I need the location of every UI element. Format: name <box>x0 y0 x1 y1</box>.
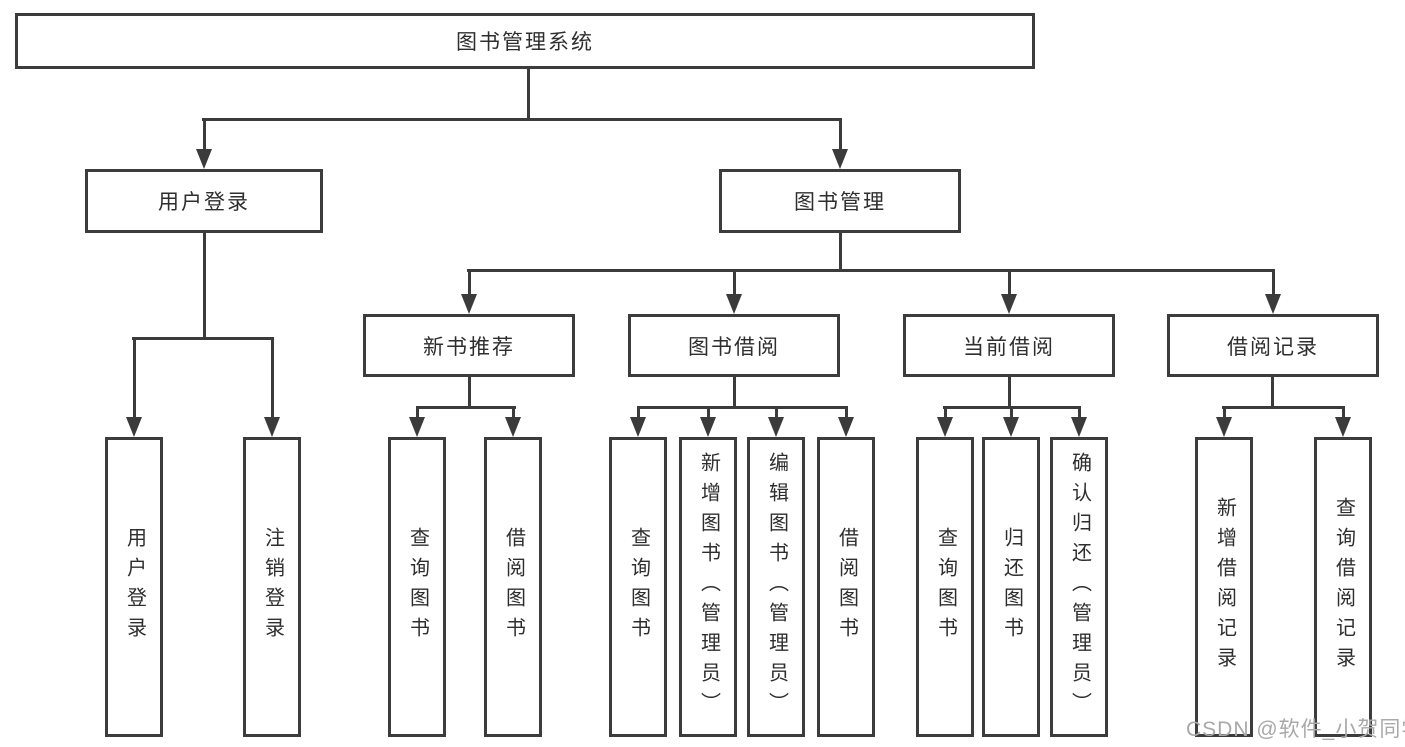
node-label: 借阅图书 <box>502 527 525 647</box>
leaf-query-borrow-record: 查询借阅记录 <box>1314 437 1372 737</box>
leaf-add-borrow-record: 新增借阅记录 <box>1195 437 1253 737</box>
arrowhead-down-icon <box>264 417 280 437</box>
node-label: 确认归还（管理员） <box>1068 452 1091 722</box>
connector-line <box>1342 406 1345 419</box>
node-label: 归还图书 <box>1000 527 1023 647</box>
connector-line <box>468 269 471 296</box>
arrowhead-down-icon <box>630 417 646 437</box>
connector-line <box>944 406 947 419</box>
arrowhead-down-icon <box>838 417 854 437</box>
arrowhead-down-icon <box>1071 417 1087 437</box>
node-label: 借阅记录 <box>1227 335 1319 359</box>
connector-line <box>416 406 419 419</box>
leaf-add-books-admin: 新增图书（管理员） <box>679 437 737 737</box>
arrowhead-down-icon <box>1335 417 1351 437</box>
node-label: 用户登录 <box>123 527 146 647</box>
arrowhead-down-icon <box>1265 294 1281 314</box>
leaf-edit-books-admin: 编辑图书（管理员） <box>747 437 805 737</box>
arrowhead-down-icon <box>937 417 953 437</box>
arrowhead-down-icon <box>1001 294 1017 314</box>
connector-line <box>203 118 206 151</box>
arrowhead-down-icon <box>768 417 784 437</box>
connector-line <box>133 337 136 419</box>
arrowhead-down-icon <box>1003 417 1019 437</box>
connector-line <box>1078 406 1081 419</box>
connector-line <box>637 406 640 419</box>
node-label: 用户登录 <box>158 191 250 214</box>
leaf-query-books: 查询图书 <box>609 437 667 737</box>
connector-line <box>512 406 515 419</box>
leaf-borrow-books: 借阅图书 <box>817 437 875 737</box>
leaf-borrow-books: 借阅图书 <box>484 437 542 737</box>
connector-line <box>468 376 471 409</box>
node-label: 查询借阅记录 <box>1332 497 1355 677</box>
node-book-borrowing: 图书借阅 <box>628 314 840 377</box>
arrowhead-down-icon <box>126 417 142 437</box>
connector-line <box>527 69 530 121</box>
node-label: 图书借阅 <box>688 335 780 359</box>
leaf-logout: 注销登录 <box>243 437 301 737</box>
node-borrowing-records: 借阅记录 <box>1167 314 1379 377</box>
node-label: 新增图书（管理员） <box>697 452 720 722</box>
node-label: 图书管理 <box>794 191 886 214</box>
node-label: 编辑图书（管理员） <box>765 452 788 722</box>
connector-line <box>132 337 274 340</box>
node-label: 新增借阅记录 <box>1213 497 1236 677</box>
node-new-book-recommend: 新书推荐 <box>363 314 575 377</box>
connector-line <box>733 376 736 409</box>
node-label: 查询图书 <box>627 527 650 647</box>
connector-line <box>1222 406 1345 409</box>
connector-line <box>203 233 206 340</box>
connector-line <box>1272 269 1275 296</box>
csdn-watermark: CSDN @软件_小贺同学 <box>1186 718 1405 741</box>
connector-line <box>845 406 848 419</box>
connector-line <box>202 118 842 121</box>
node-label: 当前借阅 <box>963 335 1055 359</box>
arrowhead-down-icon <box>726 294 742 314</box>
connector-line <box>839 118 842 151</box>
connector-line <box>1223 406 1226 419</box>
node-user-login: 用户登录 <box>85 169 323 233</box>
arrowhead-down-icon <box>505 417 521 437</box>
arrowhead-down-icon <box>832 149 848 169</box>
node-label: 查询图书 <box>934 527 957 647</box>
arrowhead-down-icon <box>196 149 212 169</box>
node-label: 图书管理系统 <box>456 31 594 54</box>
node-label: 新书推荐 <box>423 335 515 359</box>
connector-line <box>1008 269 1011 296</box>
arrowhead-down-icon <box>1216 417 1232 437</box>
connector-line <box>271 337 274 419</box>
connector-line <box>1271 376 1274 409</box>
leaf-query-books: 查询图书 <box>388 437 446 737</box>
node-current-borrowing: 当前借阅 <box>903 314 1115 377</box>
node-label: 借阅图书 <box>835 527 858 647</box>
connector-line <box>1008 376 1011 409</box>
leaf-query-books: 查询图书 <box>916 437 974 737</box>
connector-line <box>416 406 516 409</box>
connector-line <box>775 406 778 419</box>
node-library-system: 图书管理系统 <box>15 13 1035 69</box>
arrowhead-down-icon <box>700 417 716 437</box>
node-label: 查询图书 <box>406 527 429 647</box>
connector-line <box>467 269 1275 272</box>
arrowhead-down-icon <box>461 294 477 314</box>
node-label: 注销登录 <box>261 527 284 647</box>
leaf-user-login: 用户登录 <box>105 437 163 737</box>
leaf-return-books: 归还图书 <box>982 437 1040 737</box>
node-book-management: 图书管理 <box>719 169 961 233</box>
connector-line <box>637 406 848 409</box>
connector-line <box>707 406 710 419</box>
connector-line <box>839 233 842 272</box>
leaf-confirm-return-admin: 确认归还（管理员） <box>1050 437 1108 737</box>
connector-line <box>733 269 736 296</box>
connector-line <box>1010 406 1013 419</box>
arrowhead-down-icon <box>409 417 425 437</box>
